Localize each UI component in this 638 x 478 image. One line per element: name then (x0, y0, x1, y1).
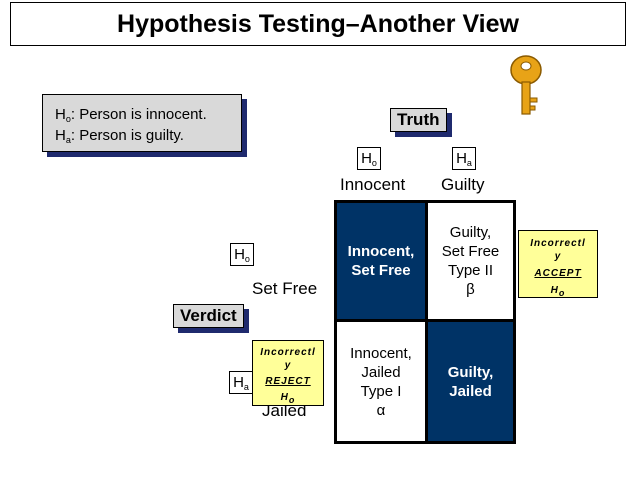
null-hypothesis: Ho: Person is innocent. (55, 106, 207, 124)
alt-hypothesis: Ha: Person is guilty. (55, 127, 184, 145)
verdict-label: Verdict (173, 304, 244, 328)
verdict-ha-box: Ha (229, 371, 253, 394)
truth-guilty-label: Guilty (441, 175, 485, 194)
verdict-set-free-label: Set Free (252, 279, 318, 298)
truth-ha-box: Ha (452, 147, 476, 170)
truth-innocent-label: Innocent (340, 175, 406, 194)
truth-label: Truth (390, 108, 447, 132)
cell-innocent-set-free: Innocent,Set Free (337, 203, 425, 319)
title-box: Hypothesis Testing–Another View (10, 2, 626, 46)
truth-h0-box: Ho (357, 147, 381, 170)
key-icon (510, 55, 542, 115)
verdict-h0-box: Ho (230, 243, 254, 266)
incorrectly-accept-note: Incorrectl y ACCEPT Ho (518, 230, 598, 298)
cell-guilty-jailed: Guilty,Jailed (428, 322, 513, 441)
page-title: Hypothesis Testing–Another View (117, 9, 519, 38)
incorrectly-reject-note: Incorrectl y REJECT Ho (252, 340, 324, 406)
hypotheses-box: Ho: Person is innocent. Ha: Person is gu… (42, 94, 242, 152)
